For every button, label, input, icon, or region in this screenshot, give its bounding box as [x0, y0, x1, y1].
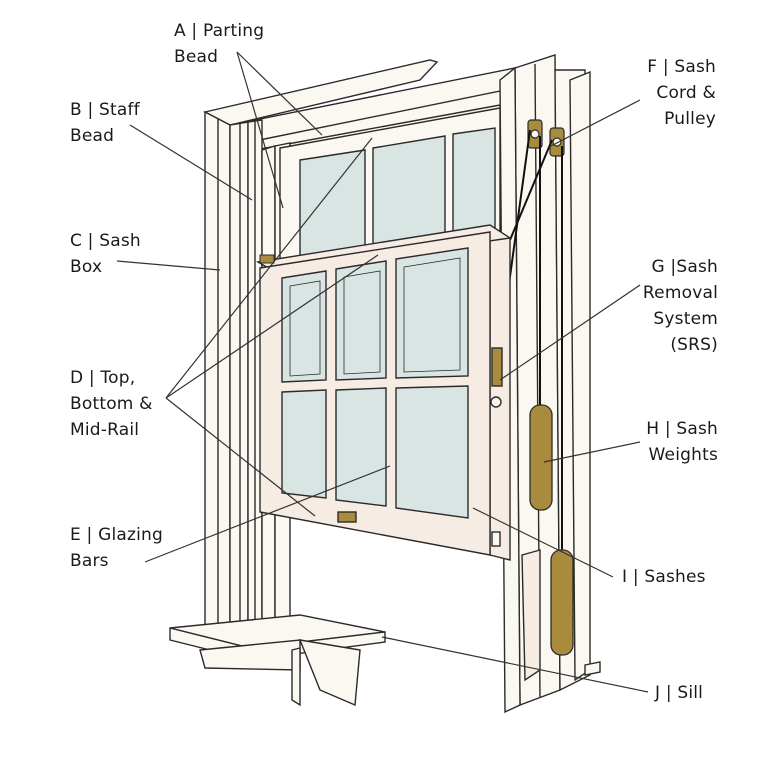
label-sash-removal-system: G |Sash Removal System (SRS) [643, 254, 718, 358]
label-sashes: I | Sashes [622, 564, 706, 590]
leader-i [472, 507, 614, 578]
sash-box-catch [259, 254, 275, 264]
label-e-line1: E | Glazing [70, 525, 164, 545]
label-staff-bead: B | Staff Bead [70, 97, 140, 149]
label-g-line1: G |Sash [651, 257, 718, 277]
leader-g [499, 284, 641, 381]
label-sash-box: C | Sash Box [70, 228, 141, 280]
label-g-line3: System [653, 309, 718, 329]
window-sill [169, 614, 386, 707]
label-d-line1: D | Top, [70, 368, 136, 388]
label-h-line1: H | Sash [646, 419, 718, 439]
label-sill: J | Sill [655, 680, 703, 706]
label-g-line2: Removal [642, 283, 718, 303]
label-d-line2: Bottom & [70, 394, 153, 414]
label-j-line1: J | Sill [655, 683, 704, 703]
leader-e [144, 465, 391, 563]
leader-a-2 [236, 51, 323, 136]
label-f-line1: F | Sash [647, 57, 716, 77]
label-a-line1: A | Parting [174, 21, 265, 41]
leader-f [548, 99, 641, 148]
label-b-line2: Bead [70, 126, 115, 146]
label-c-line2: Box [70, 257, 103, 277]
leader-h [543, 441, 641, 463]
leader-c [116, 260, 221, 271]
sash-weights [529, 404, 574, 656]
leader-b [129, 124, 253, 201]
lower-sash [255, 224, 512, 561]
label-glazing-bars: E | Glazing Bars [70, 522, 163, 574]
label-d-line3: Mid-Rail [70, 420, 140, 440]
pulleys [527, 119, 565, 157]
label-b-line1: B | Staff [70, 100, 140, 120]
label-sash-cord-pulley: F | Sash Cord & Pulley [647, 54, 716, 132]
label-c-line1: C | Sash [70, 231, 141, 251]
upper-sash [279, 107, 501, 271]
label-a-line2: Bead [174, 47, 219, 67]
label-h-line2: Weights [648, 445, 718, 465]
label-f-line3: Pulley [664, 109, 716, 129]
label-i-line1: I | Sashes [622, 567, 706, 587]
label-g-line4: (SRS) [670, 335, 718, 355]
label-rails: D | Top, Bottom & Mid-Rail [70, 365, 153, 443]
leader-d-2 [165, 254, 379, 399]
leader-j [381, 636, 649, 693]
leader-d-1 [165, 137, 373, 399]
leader-lines [116, 51, 649, 693]
label-parting-bead: A | Parting Bead [174, 18, 264, 70]
label-e-line2: Bars [70, 551, 109, 571]
leader-a-1 [236, 51, 284, 209]
leader-d-3 [165, 397, 316, 517]
label-f-line2: Cord & [656, 83, 716, 103]
label-sash-weights: H | Sash Weights [646, 416, 718, 468]
